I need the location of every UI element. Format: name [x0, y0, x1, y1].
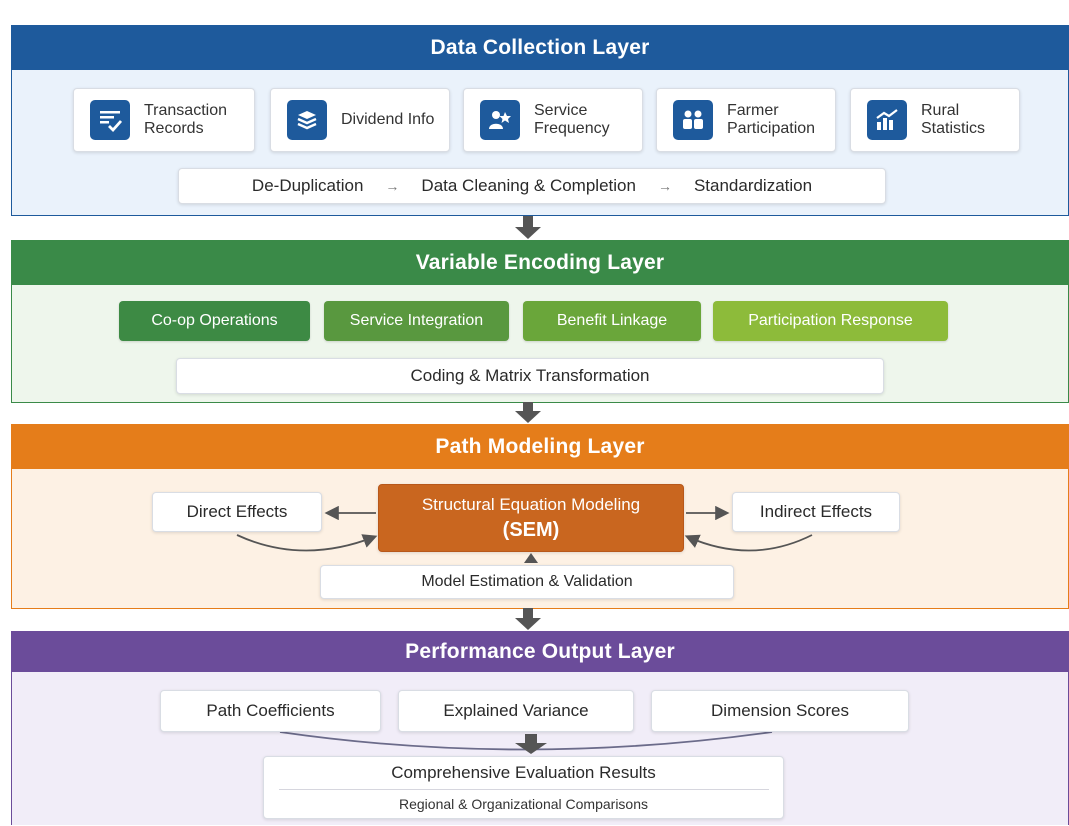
bar-chart-icon: [867, 100, 907, 140]
sem-box: Structural Equation Modeling (SEM): [378, 484, 684, 552]
path-modeling-layer-title: Path Modeling Layer: [12, 425, 1068, 469]
indirect-effects-box: Indirect Effects: [732, 492, 900, 532]
preprocessing-pipeline: De-Duplication → Data Cleaning & Complet…: [178, 168, 886, 204]
document-check-icon: [90, 100, 130, 140]
path-modeling-layer: Path Modeling Layer Direct Effects Struc…: [11, 424, 1069, 609]
source-card-dividend-info: Dividend Info: [270, 88, 450, 152]
curve-indirect-to-sem: [684, 534, 813, 552]
source-label-line2: Statistics: [921, 120, 986, 137]
data-collection-layer-title: Data Collection Layer: [12, 26, 1068, 70]
path-coefficients-box: Path Coefficients: [160, 690, 381, 732]
arrow-estimation-to-sem: [524, 553, 538, 563]
coins-stack-icon: [287, 100, 327, 140]
regional-comparisons-text: Regional & Organizational Comparisons: [398, 796, 649, 812]
source-label-line1: Transaction: [144, 102, 227, 119]
performance-output-layer-title: Performance Output Layer: [12, 632, 1068, 672]
sem-abbreviation: (SEM): [502, 518, 560, 541]
variable-participation-response: Participation Response: [713, 301, 948, 341]
variable-encoding-layer-title: Variable Encoding Layer: [12, 241, 1068, 285]
evaluation-results-title: Comprehensive Evaluation Results: [391, 763, 656, 782]
variable-encoding-layer: Variable Encoding Layer Co-op Operations…: [11, 240, 1069, 403]
direct-effects-box: Direct Effects: [152, 492, 322, 532]
pipeline-step-standardization: Standardization: [693, 176, 813, 195]
dimension-scores-box: Dimension Scores: [651, 690, 909, 732]
variable-service-integration: Service Integration: [324, 301, 509, 341]
pipeline-arrow: →: [657, 178, 672, 194]
results-divider: [278, 789, 769, 790]
flow-arrow-down: [515, 402, 541, 423]
coding-matrix-transformation: Coding & Matrix Transformation: [176, 358, 884, 394]
source-label-line1: Rural: [921, 102, 960, 119]
flow-arrow-down: [515, 608, 541, 630]
pipeline-step-cleaning: Data Cleaning & Completion: [421, 176, 636, 195]
evaluation-results-box: Comprehensive Evaluation Results Regiona…: [263, 756, 784, 819]
sem-title: Structural Equation Modeling: [421, 494, 641, 514]
variable-coop-operations: Co-op Operations: [119, 301, 310, 341]
pipeline-arrow: →: [385, 178, 400, 194]
output-connectors: [279, 731, 773, 754]
source-label-line1: Dividend Info: [341, 111, 435, 128]
path-connectors: [236, 505, 813, 563]
model-estimation-validation: Model Estimation & Validation: [320, 565, 734, 599]
source-label-line1: Farmer: [727, 102, 779, 119]
service-people-icon: [480, 100, 520, 140]
farmers-group-icon: [673, 100, 713, 140]
explained-variance-box: Explained Variance: [398, 690, 634, 732]
curve-direct-to-sem: [236, 534, 378, 552]
source-label-line2: Frequency: [534, 120, 610, 137]
variable-benefit-linkage: Benefit Linkage: [523, 301, 701, 341]
performance-output-layer: Performance Output Layer Path Coefficien…: [11, 631, 1069, 825]
flow-arrow-down: [515, 216, 541, 239]
source-label-line1: Service: [534, 102, 588, 119]
source-label-line2: Records: [144, 120, 204, 137]
source-label-line2: Participation: [727, 120, 816, 137]
pipeline-step-deduplication: De-Duplication: [251, 176, 364, 195]
